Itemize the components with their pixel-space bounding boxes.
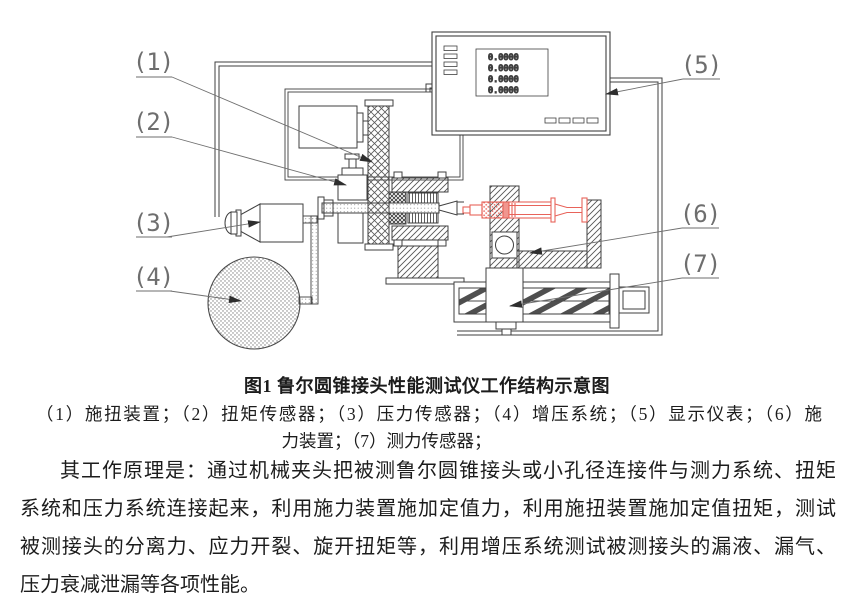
support-pillar: [385, 245, 465, 285]
bearing-circle: [495, 235, 514, 255]
syringe-hub: [481, 201, 504, 219]
lead-screw-assembly: [453, 267, 650, 336]
paragraph-line-1: 其工作原理是：通过机械夹头把被测鲁尔圆锥接头或小孔径连接件与测力系统、扭矩: [60, 460, 836, 482]
paragraph-line-2: 系统和压力系统连接起来，利用施力装置施加定值力，利用施扭装置施加定值扭矩，测试: [20, 498, 836, 520]
screw-end-flange: [609, 273, 620, 329]
chuck-cone: [438, 200, 458, 216]
callout-5: (5): [681, 51, 721, 79]
syringe-barrel: [508, 201, 554, 219]
display-bottom-buttons: [544, 117, 599, 124]
syringe-plunger: [554, 203, 583, 217]
pressure-sensor: [224, 203, 304, 243]
force-bracket: [516, 199, 602, 269]
bearing-housing: [388, 171, 449, 247]
display-reading-4: 0.0000: [488, 86, 519, 96]
legend-line-1: （1）施扭装置；（2）扭矩传感器；（3）压力传感器；（4）增压系统；（5）显示仪…: [36, 404, 822, 424]
callout-4: (4): [133, 263, 173, 291]
display-instrument: 0.0000 0.0000 0.0000 0.0000: [431, 31, 611, 136]
paragraph-line-3: 被测接头的分离力、应力开裂、旋开扭矩等，利用增压系统测试被测接头的漏液、漏气、: [20, 536, 836, 558]
leader-3: [166, 220, 261, 238]
figure-legend: （1）施扭装置；（2）扭矩传感器；（3）压力传感器；（4）增压系统；（5）显示仪…: [36, 401, 822, 455]
pressure-pipes: [298, 215, 319, 305]
leader-2: [171, 136, 347, 186]
torque-sensor: [337, 153, 368, 244]
legend-line-2: 力装置；（7）测力传感器；: [281, 431, 492, 451]
spring-upper: [407, 192, 439, 204]
callout-7: (7): [680, 250, 720, 278]
callout-1: (1): [133, 48, 173, 76]
callout-3: (3): [133, 209, 173, 237]
spring-lower: [407, 212, 439, 224]
callout-labels: (1) (2) (3) (4) (5) (6) (7): [133, 48, 722, 292]
base-plate: [385, 277, 465, 285]
body-paragraph: 其工作原理是：通过机械夹头把被测鲁尔圆锥接头或小孔径连接件与测力系统、扭矩 系统…: [20, 452, 836, 604]
flywheel: [364, 99, 394, 251]
leader-1: [171, 76, 373, 163]
display-reading-1: 0.0000: [488, 53, 519, 63]
paragraph-line-4: 压力衰减泄漏等各项性能。: [20, 574, 260, 596]
boost-system-tank: [207, 256, 301, 350]
main-shaft: [317, 196, 464, 220]
leader-5: [605, 78, 684, 96]
leader-7: [509, 277, 683, 308]
display-reading-2: 0.0000: [488, 64, 519, 74]
leader-6: [529, 227, 683, 255]
callout-2: (2): [133, 108, 173, 136]
display-reading-3: 0.0000: [488, 75, 519, 85]
callout-6: (6): [680, 200, 720, 228]
clamp-column: [489, 185, 520, 271]
luer-syringe: [462, 197, 588, 223]
display-side-buttons: [443, 45, 458, 75]
display-screen: [475, 48, 549, 97]
figure-diagram: 0.0000 0.0000 0.0000 0.0000 (1): [133, 31, 722, 350]
callout-leaders: [166, 76, 684, 308]
torsion-drive-motor: [298, 105, 369, 149]
leader-4: [169, 290, 242, 303]
figure-caption: 图1 鲁尔圆锥接头性能测试仪工作结构示意图: [244, 376, 610, 396]
force-sensor-slider: [485, 267, 524, 323]
